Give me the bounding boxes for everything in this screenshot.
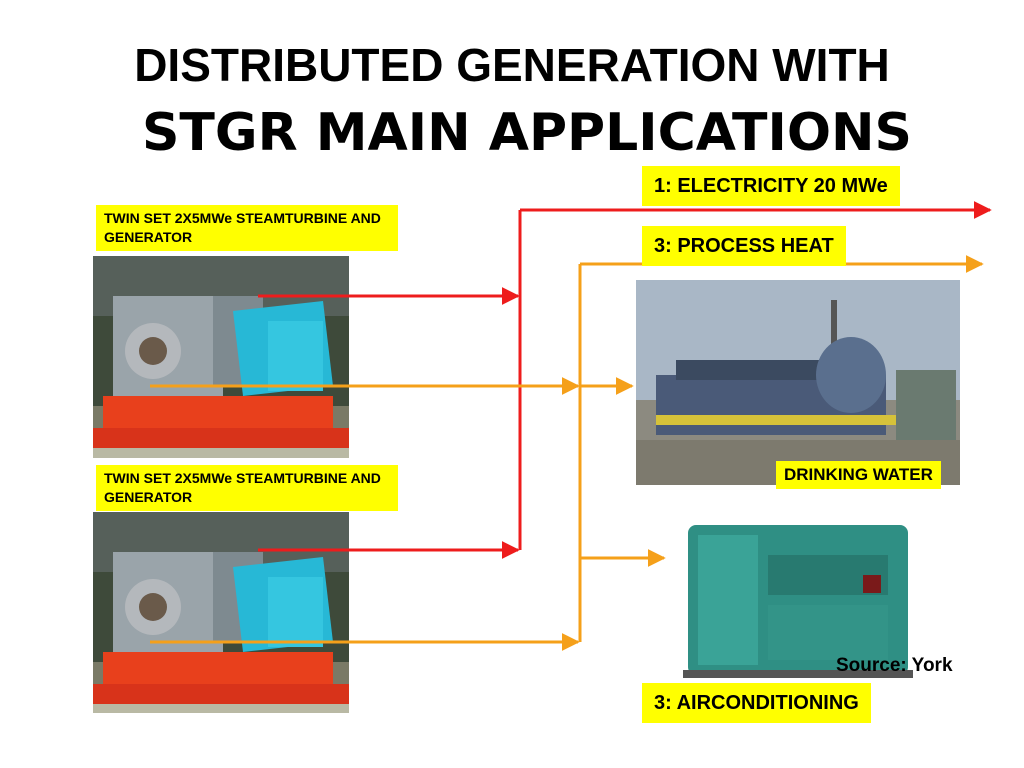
airconditioning-label: 3: AIRCONDITIONING <box>642 683 871 723</box>
process-heat-label: 3: PROCESS HEAT <box>642 226 846 266</box>
title-line-2: STGR MAIN APPLICATIONS <box>141 103 913 163</box>
source-caption: Source: York <box>836 655 953 676</box>
drinking-water-label: DRINKING WATER <box>776 461 941 489</box>
turbine-photo-bottom <box>93 512 349 713</box>
title-line-1: DISTRIBUTED GENERATION WITH <box>134 39 890 91</box>
desalination-plant-photo <box>636 280 960 485</box>
turbine-photo-top <box>93 256 349 458</box>
unit-label-top: TWIN SET 2X5MWe STEAMTURBINE AND GENERAT… <box>96 205 398 251</box>
electricity-label: 1: ELECTRICITY 20 MWe <box>642 166 900 206</box>
chiller-photo <box>668 495 928 690</box>
unit-label-bottom: TWIN SET 2X5MWe STEAMTURBINE AND GENERAT… <box>96 465 398 511</box>
